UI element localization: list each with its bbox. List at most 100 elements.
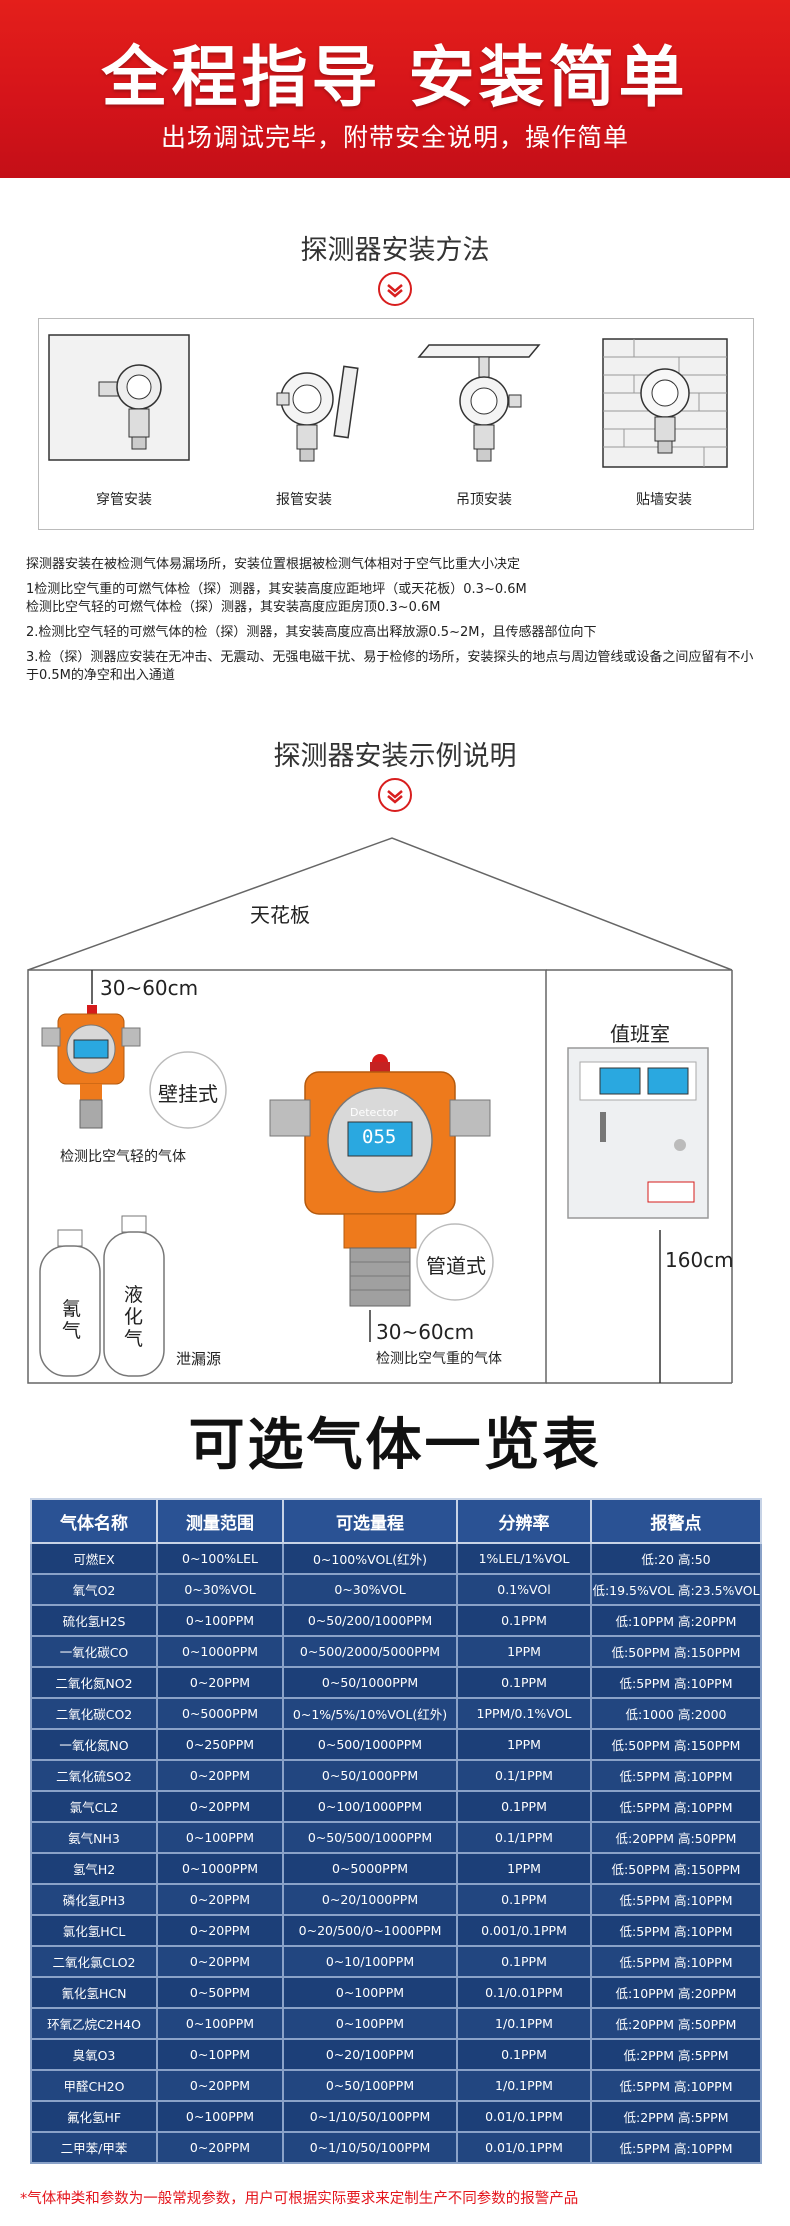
table-cell: 1/0.1PPM — [456, 2007, 592, 2040]
table-cell: 0~500/1000PPM — [282, 1728, 458, 1761]
example-section-title: 探测器安装示例说明 — [273, 741, 517, 772]
table-cell: 0~50/100PPM — [282, 2069, 458, 2102]
banner-subtitle: 出场调试完毕，附带安全说明，操作简单 — [160, 123, 629, 152]
table-cell: 低:5PPM 高:10PPM — [590, 1666, 762, 1699]
table-cell: 0~50/1000PPM — [282, 1666, 458, 1699]
table-cell: 0~100PPM — [156, 1604, 284, 1637]
table-cell: 氯气CL2 — [30, 1790, 158, 1823]
table-cell: 低:50PPM 高:150PPM — [590, 1728, 762, 1761]
bottom-distance-label: 30~60cm — [376, 1320, 475, 1344]
table-cell: 甲醛CH2O — [30, 2069, 158, 2102]
table-cell: 低:19.5%VOL 高:23.5%VOL — [590, 1573, 762, 1606]
wall-type-label: 壁挂式 — [158, 1082, 218, 1106]
table-cell: 0.1/1PPM — [456, 1821, 592, 1854]
table-cell: 低:5PPM 高:10PPM — [590, 2069, 762, 2102]
light-gas-label: 检测比空气轻的气体 — [60, 1149, 186, 1165]
table-cell: 低:20 高:50 — [590, 1542, 762, 1575]
banner-title: 全程指导 安装简单 — [101, 39, 689, 116]
pipe-clamp-illustration — [276, 365, 359, 462]
table-cell: 0~100PPM — [282, 1976, 458, 2009]
table-cell: 氢气H2 — [30, 1852, 158, 1885]
table-cell: 0~20/100PPM — [282, 2038, 458, 2071]
table-cell: 二氧化氮NO2 — [30, 1666, 158, 1699]
table-cell: 低:10PPM 高:20PPM — [590, 1604, 762, 1637]
table-cell: 0~250PPM — [156, 1728, 284, 1761]
table-cell: 低:1000 高:2000 — [590, 1697, 762, 1730]
table-cell: 氯化氢HCL — [30, 1914, 158, 1947]
table-cell: 0~10PPM — [156, 2038, 284, 2071]
control-panel-illustration — [567, 1047, 709, 1219]
method-label: 贴墙安装 — [636, 492, 692, 508]
table-cell: 低:50PPM 高:150PPM — [590, 1852, 762, 1885]
table-cell: 臭氧O3 — [30, 2038, 158, 2071]
table-cell: 0.01/0.1PPM — [456, 2100, 592, 2133]
method-ceiling: 吊顶安装 — [399, 319, 569, 531]
table-cell: 1PPM — [456, 1635, 592, 1668]
table-cell: 0~20/500/0~1000PPM — [282, 1914, 458, 1947]
description-line: 检测比空气轻的可燃气体检（探）测器，其安装高度应距房顶0.3~0.6M — [26, 600, 441, 615]
description-line: 探测器安装在被检测气体易漏场所，安装位置根据被检测气体相对于空气比重大小决定 — [26, 557, 521, 572]
table-cell: 氨气NH3 — [30, 1821, 158, 1854]
detector-display: 055 — [362, 1126, 397, 1148]
table-cell: 0~100PPM — [156, 1821, 284, 1854]
leak-source-label: 泄漏源 — [176, 1350, 222, 1368]
cylinder-2-label: 液化气 — [124, 1284, 144, 1350]
table-cell: 0~10/100PPM — [282, 1945, 458, 1978]
method-through-pipe: 穿管安装 — [39, 319, 209, 531]
table-cell: 低:5PPM 高:10PPM — [590, 1945, 762, 1978]
table-cell: 0~100PPM — [282, 2007, 458, 2040]
table-cell: 0.1/1PPM — [456, 1759, 592, 1792]
table-cell: 氰化氢HCN — [30, 1976, 158, 2009]
table-cell: 二氧化氯CLO2 — [30, 1945, 158, 1978]
table-cell: 0~5000PPM — [282, 1852, 458, 1885]
table-cell: 1/0.1PPM — [456, 2069, 592, 2102]
chevron-down-icon — [378, 272, 412, 306]
column-header: 气体名称 — [30, 1498, 158, 1544]
table-cell: 环氧乙烷C2H4O — [30, 2007, 158, 2040]
table-cell: 磷化氢PH3 — [30, 1883, 158, 1916]
table-cell: 0.1%VOl — [456, 1573, 592, 1606]
house-outline — [27, 837, 733, 1384]
method-section-title: 探测器安装方法 — [300, 235, 490, 266]
gas-list-title: 可选气体一览表 — [188, 1413, 602, 1478]
table-cell: 0.1PPM — [456, 2038, 592, 2071]
table-cell: 1%LEL/1%VOL — [456, 1542, 592, 1575]
table-cell: 0.1PPM — [456, 1604, 592, 1637]
method-label: 穿管安装 — [96, 492, 152, 508]
table-cell: 0~1000PPM — [156, 1852, 284, 1885]
table-cell: 0~1%/5%/10%VOL(红外) — [282, 1697, 458, 1730]
table-cell: 0.01/0.1PPM — [456, 2131, 592, 2164]
table-cell: 0~50/1000PPM — [282, 1759, 458, 1792]
footnote: *气体种类和参数为一般常规参数，用户可根据实际要求来定制生产不同参数的报警产品 — [20, 2191, 579, 2207]
promo-banner: 全程指导 安装简单 出场调试完毕，附带安全说明，操作简单 — [0, 0, 790, 178]
table-cell: 一氧化碳CO — [30, 1635, 158, 1668]
through-pipe-illustration — [48, 334, 190, 461]
wall-illustration — [602, 338, 728, 468]
method-pipe-clamp: 报管安装 — [219, 319, 389, 531]
table-cell: 0~50/200/1000PPM — [282, 1604, 458, 1637]
table-cell: 0~20PPM — [156, 1945, 284, 1978]
table-cell: 0~500/2000/5000PPM — [282, 1635, 458, 1668]
description-line: 1检测比空气重的可燃气体检（探）测器，其安装高度应距地坪（或天花板）0.3~0.… — [26, 582, 527, 597]
table-cell: 低:20PPM 高:50PPM — [590, 2007, 762, 2040]
method-label: 吊顶安装 — [456, 492, 512, 508]
table-cell: 0.1/0.01PPM — [456, 1976, 592, 2009]
table-cell: 一氧化氮NO — [30, 1728, 158, 1761]
table-cell: 硫化氢H2S — [30, 1604, 158, 1637]
installation-example: 天花板 30~60cm 壁挂式 检测比空气轻的气体 管道式 30~60cm 检测… — [0, 800, 790, 1390]
table-cell: 低:2PPM 高:5PPM — [590, 2038, 762, 2071]
ceiling-illustration — [417, 344, 541, 462]
